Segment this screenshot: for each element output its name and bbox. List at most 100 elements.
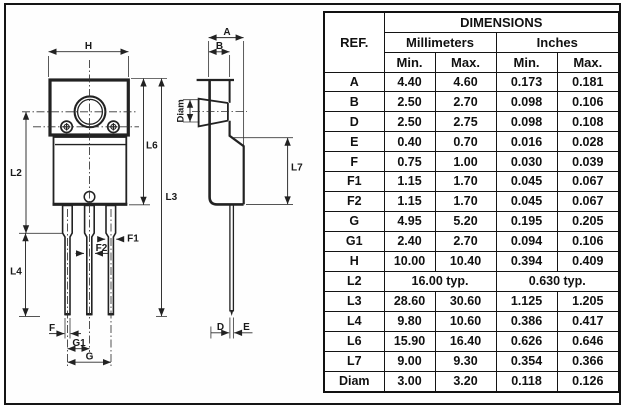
table-cell: 1.15 — [383, 191, 436, 213]
table-cell: L2 — [323, 271, 385, 292]
hole-boss-side — [197, 97, 229, 128]
dim-label-f2: F2 — [96, 243, 108, 254]
table-row: G 4.95 5.20 0.195 0.205 — [323, 211, 620, 233]
table-cell: H — [323, 251, 385, 273]
inches-header-cell: Inches — [495, 31, 620, 53]
table-cell: 0.030 — [495, 151, 558, 173]
table-cell: 5.20 — [434, 211, 497, 233]
table-cell: 1.205 — [556, 290, 620, 312]
table-row: E 0.40 0.70 0.016 0.028 — [323, 131, 620, 153]
table-cell: 2.50 — [383, 111, 436, 133]
table-cell: 0.045 — [495, 191, 558, 213]
table-cell: 0.098 — [495, 91, 558, 113]
dimensions-title-cell: DIMENSIONS — [383, 11, 620, 33]
table-cell: 0.028 — [556, 131, 620, 153]
table-cell: E — [323, 131, 385, 153]
max-header-cell: Max. — [434, 51, 497, 73]
table-cell: Diam — [323, 370, 385, 393]
table-cell: 16.00 typ. — [383, 271, 497, 292]
table-row: Diam 3.00 3.20 0.118 0.126 — [323, 370, 620, 393]
table-row: F2 1.15 1.70 0.045 0.067 — [323, 191, 620, 213]
table-cell: 0.098 — [495, 111, 558, 133]
table-cell: 1.00 — [434, 151, 497, 173]
package-lead-side — [229, 204, 235, 316]
side-view-drawing: A B Diam L7 D E — [176, 27, 303, 339]
table-cell: 9.00 — [383, 350, 436, 372]
table-header-row: Millimeters Inches — [324, 31, 620, 53]
table-cell: L4 — [323, 310, 385, 332]
dim-label-e: E — [243, 322, 250, 333]
table-cell: F2 — [323, 191, 385, 213]
table-cell: 2.75 — [434, 111, 497, 133]
table-cell: 0.094 — [495, 231, 558, 253]
table-cell: 0.630 typ. — [495, 271, 620, 292]
table-row: L6 15.90 16.40 0.626 0.646 — [323, 330, 620, 352]
front-view-drawing: H L2 L4 F1 F2 F G1 G L6 L3 — [10, 41, 178, 366]
table-cell: 0.386 — [495, 310, 558, 332]
max-header-cell: Max. — [556, 51, 620, 73]
table-row: L2 16.00 typ. 0.630 typ. — [323, 271, 620, 292]
table-header-row: REF. DIMENSIONS — [323, 11, 620, 73]
table-cell: 0.394 — [495, 251, 558, 273]
ref-header-cell: REF. — [323, 11, 385, 73]
dim-label-a: A — [223, 27, 230, 38]
dim-label-l2: L2 — [10, 168, 22, 179]
table-cell: 2.50 — [383, 91, 436, 113]
table-cell: 2.70 — [434, 231, 497, 253]
table-cell: L7 — [323, 350, 385, 372]
table-cell: 1.125 — [495, 290, 558, 312]
table-cell: 0.646 — [556, 330, 620, 352]
table-cell: 0.108 — [556, 111, 620, 133]
min-header-cell: Min. — [383, 51, 436, 73]
table-cell: 16.40 — [434, 330, 497, 352]
table-cell: 0.195 — [495, 211, 558, 233]
table-cell: 10.00 — [383, 251, 436, 273]
table-cell: 0.106 — [556, 231, 620, 253]
table-cell: 9.80 — [383, 310, 436, 332]
table-cell: 0.118 — [495, 370, 558, 393]
package-outline-drawing: H L2 L4 F1 F2 F G1 G L6 L3 — [10, 27, 303, 366]
table-row: H 10.00 10.40 0.394 0.409 — [323, 251, 620, 273]
dim-label-f: F — [49, 323, 55, 334]
table-cell: A — [323, 71, 385, 93]
table-header-row: Min. Max. Min. Max. — [324, 51, 620, 73]
table-row: L7 9.00 9.30 0.354 0.366 — [323, 350, 620, 372]
table-cell: 0.045 — [495, 171, 558, 193]
table-cell: 2.70 — [434, 91, 497, 113]
min-header-cell: Min. — [495, 51, 558, 73]
table-cell: 4.60 — [434, 71, 497, 93]
dim-label-l7: L7 — [291, 163, 303, 174]
table-row: L4 9.80 10.60 0.386 0.417 — [323, 310, 620, 332]
dim-label-l3: L3 — [166, 192, 178, 203]
dim-label-h: H — [85, 41, 92, 52]
table-cell: 28.60 — [383, 290, 436, 312]
table-cell: F — [323, 151, 385, 173]
table-cell: 0.126 — [556, 370, 620, 393]
table-cell: L3 — [323, 290, 385, 312]
table-cell: G — [323, 211, 385, 233]
table-cell: 1.15 — [383, 171, 436, 193]
center-lines — [22, 60, 139, 366]
table-row: F1 1.15 1.70 0.045 0.067 — [323, 171, 620, 193]
table-cell: 1.70 — [434, 191, 497, 213]
table-cell: 3.20 — [434, 370, 497, 393]
table-cell: 9.30 — [434, 350, 497, 372]
dim-label-b: B — [216, 41, 223, 52]
millimeters-header-cell: Millimeters — [383, 31, 497, 53]
table-cell: 10.40 — [434, 251, 497, 273]
package-outline-side — [196, 78, 245, 206]
table-cell: B — [323, 91, 385, 113]
table-cell: 0.016 — [495, 131, 558, 153]
table-cell: 0.173 — [495, 71, 558, 93]
table-cell: 0.205 — [556, 211, 620, 233]
dimensions-table: REF. DIMENSIONS Millimeters Inches Min. … — [323, 11, 621, 393]
table-row: L3 28.60 30.60 1.125 1.205 — [323, 290, 620, 312]
table-cell: 2.40 — [383, 231, 436, 253]
table-cell: 0.70 — [434, 131, 497, 153]
table-cell: 15.90 — [383, 330, 436, 352]
table-row: F 0.75 1.00 0.030 0.039 — [323, 151, 620, 173]
table-cell: 0.75 — [383, 151, 436, 173]
dim-label-g: G — [86, 352, 94, 363]
table-cell: 0.366 — [556, 350, 620, 372]
table-cell: 0.181 — [556, 71, 620, 93]
